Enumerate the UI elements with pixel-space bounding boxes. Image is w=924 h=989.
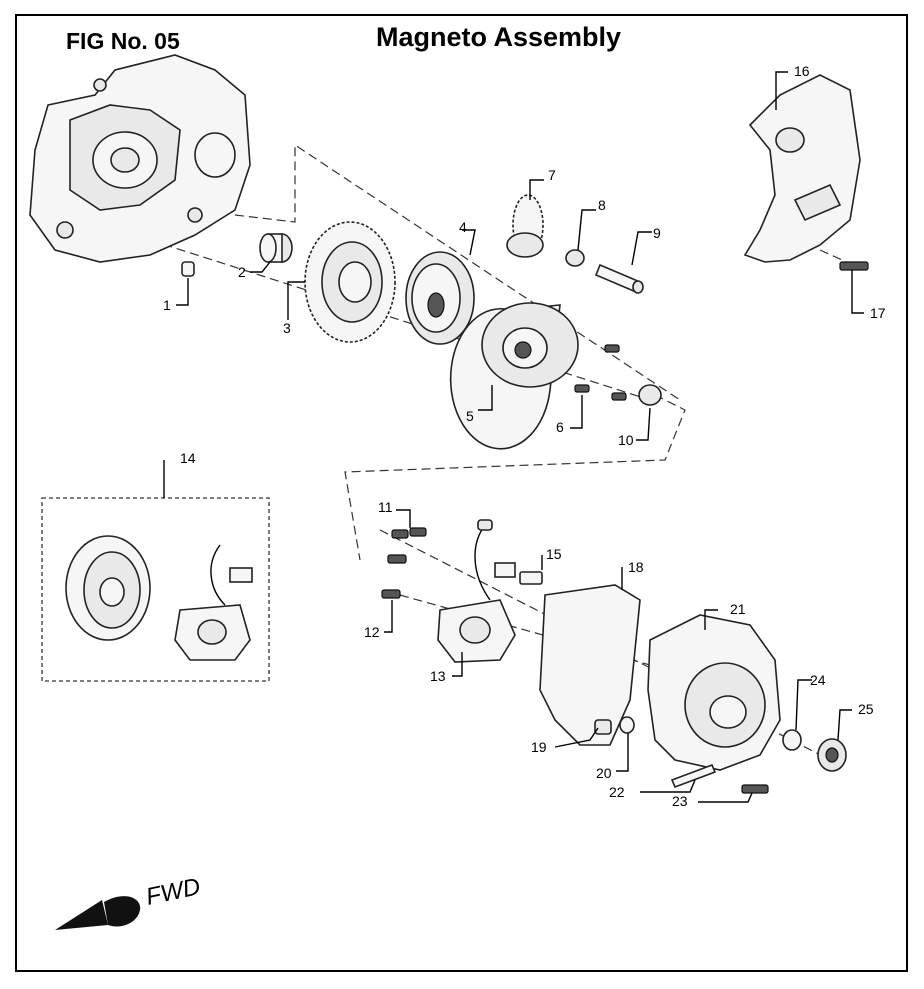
callout-24: 24: [810, 672, 826, 688]
callout-3: 3: [283, 320, 291, 336]
callout-12: 12: [364, 624, 380, 640]
callout-10: 10: [618, 432, 634, 448]
inspection-plug: [594, 719, 612, 735]
callout-7: 7: [548, 167, 556, 183]
flywheel-stator-set: [65, 535, 253, 661]
figure-number: FIG No. 05: [66, 28, 180, 54]
callout-21: 21: [730, 601, 746, 617]
gear-bushing: [565, 249, 585, 267]
callout-16: 16: [794, 63, 810, 79]
callout-20: 20: [596, 765, 612, 781]
callout-11: 11: [378, 499, 393, 515]
callout-23: 23: [672, 793, 688, 809]
callout-25: 25: [858, 701, 874, 717]
gear-shaft: [594, 263, 644, 294]
callout-4: 4: [459, 219, 467, 235]
diagram-frame: [15, 14, 908, 972]
crankcase-cover-left: [647, 614, 781, 771]
forward-arrow-icon: [55, 896, 141, 930]
callout-17: 17: [870, 305, 886, 321]
callout-8: 8: [598, 197, 606, 213]
dowel-pin-cover: [670, 763, 717, 789]
flywheel-rotor: [449, 302, 579, 450]
callout-5: 5: [466, 408, 474, 424]
callout-22: 22: [609, 784, 625, 800]
callout-13: 13: [430, 668, 446, 684]
callout-1: 1: [163, 297, 171, 313]
callout-19: 19: [531, 739, 547, 755]
cover-gasket: [539, 584, 641, 746]
callout-labels: 1 2 3 4 5 6 7 8 9 10 11 12 13 14 15 16 1…: [163, 63, 886, 809]
callout-6: 6: [556, 419, 564, 435]
pulser-coil: [519, 571, 543, 585]
stator-coil: [437, 519, 516, 663]
forward-direction-label: FWD: [144, 873, 203, 911]
callout-2: 2: [238, 264, 246, 280]
crankcase-left: [29, 54, 251, 263]
callout-14: 14: [180, 450, 196, 466]
oil-seal: [638, 384, 662, 406]
stator-screws: [381, 527, 427, 599]
washer: [782, 729, 802, 751]
cover-bolt: [839, 261, 869, 271]
callout-18: 18: [628, 559, 644, 575]
cover-bolt-23: [741, 784, 769, 794]
cover-cap: [817, 738, 847, 772]
o-ring: [619, 716, 635, 734]
inset-box-14: [41, 497, 270, 682]
leader-lines: [163, 71, 864, 803]
callout-15: 15: [546, 546, 562, 562]
starter-driven-gear: [304, 221, 396, 343]
flywheel-bolts: [574, 344, 627, 401]
page-title: Magneto Assembly: [376, 22, 622, 52]
needle-bearing: [259, 233, 293, 263]
fan-cover: [743, 74, 861, 263]
callout-9: 9: [653, 225, 661, 241]
starter-clutch: [405, 251, 475, 345]
reduction-gear: [506, 194, 544, 258]
dowel-pin: [181, 261, 195, 277]
